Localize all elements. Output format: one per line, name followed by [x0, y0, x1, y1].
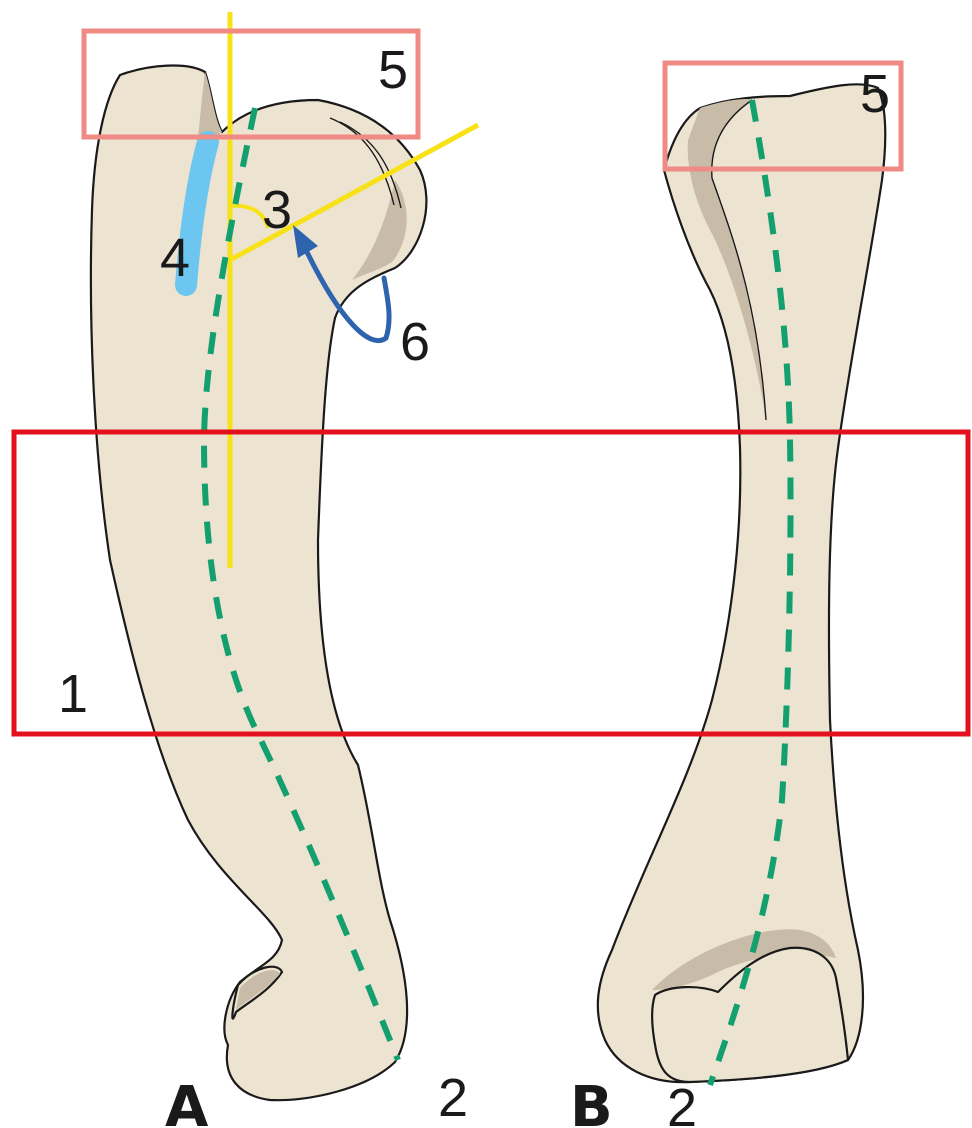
label-5-b: 5: [860, 64, 890, 124]
bone-view-a: [91, 66, 427, 1101]
view-label-a: A: [165, 1075, 209, 1128]
label-2-a: 2: [438, 1068, 468, 1128]
bone-a-outline: [91, 66, 427, 1101]
label-2-b: 2: [667, 1078, 697, 1128]
label-4: 4: [160, 228, 190, 288]
label-1: 1: [58, 664, 88, 724]
label-3: 3: [262, 180, 292, 240]
view-label-b: B: [570, 1075, 613, 1128]
label-6: 6: [400, 312, 430, 372]
bone-view-b: [598, 84, 885, 1082]
label-5-a: 5: [378, 40, 408, 100]
bone-b-outline: [598, 84, 885, 1082]
